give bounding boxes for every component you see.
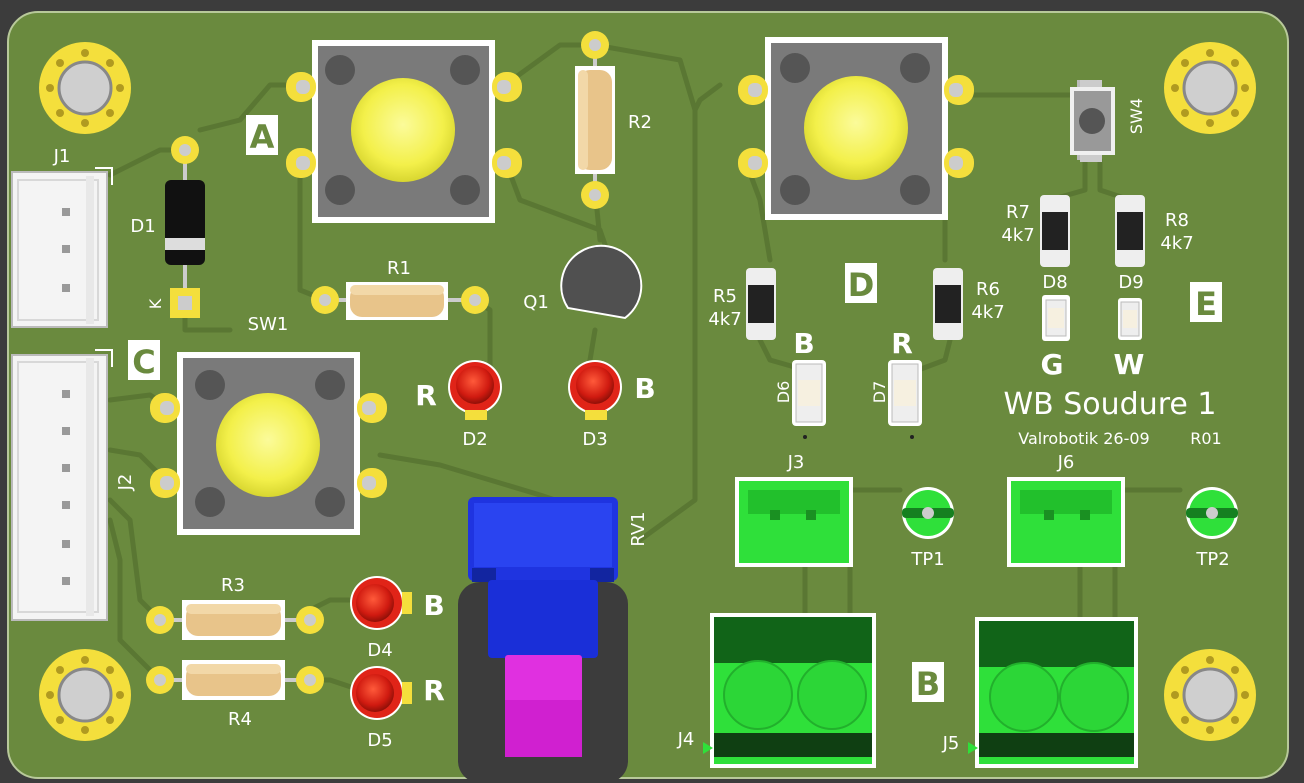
ref-d7: D7 bbox=[870, 381, 889, 404]
led-d8 bbox=[1042, 295, 1070, 341]
resistor-r3 bbox=[146, 600, 324, 640]
led-color-d8: G bbox=[1041, 348, 1064, 381]
mounting-hole-br bbox=[1164, 649, 1256, 741]
button-sw4[interactable] bbox=[1070, 80, 1115, 162]
resistor-r4 bbox=[146, 660, 324, 700]
ref-j4: J4 bbox=[677, 729, 695, 750]
led-d3 bbox=[568, 360, 622, 420]
led-d2 bbox=[448, 360, 502, 420]
section-box-c: C bbox=[128, 340, 160, 381]
ref-d8: D8 bbox=[1042, 272, 1067, 293]
resistor-r2 bbox=[575, 31, 615, 209]
ref-k: K bbox=[146, 298, 165, 309]
terminal-j5 bbox=[968, 617, 1138, 768]
resistor-r7 bbox=[1040, 195, 1070, 267]
ref-sw1: SW1 bbox=[248, 314, 289, 335]
traces bbox=[107, 42, 1183, 693]
led-d6 bbox=[792, 360, 826, 439]
led-color-d5: R bbox=[423, 674, 445, 707]
section-label-c: C bbox=[132, 343, 155, 381]
ref-r7: R7 bbox=[1006, 202, 1030, 223]
ref-j3: J3 bbox=[787, 452, 805, 473]
ref-d2: D2 bbox=[462, 429, 487, 450]
ref-d3: D3 bbox=[582, 429, 607, 450]
mounting-holes bbox=[39, 42, 1256, 741]
board-subtitle: Valrobotik 26-09 bbox=[1018, 429, 1149, 448]
led-color-labels: R B B R B R G W bbox=[415, 327, 1144, 707]
section-box-e: E bbox=[1190, 282, 1222, 323]
led-d4 bbox=[350, 576, 412, 630]
ref-d9: D9 bbox=[1118, 272, 1143, 293]
ref-r5: R5 bbox=[713, 286, 737, 307]
section-box-b: B bbox=[912, 662, 944, 703]
mounting-hole-tr bbox=[1164, 42, 1256, 134]
section-label-a: A bbox=[250, 118, 275, 156]
diode-d1 bbox=[165, 136, 205, 318]
resistor-r1 bbox=[311, 282, 489, 320]
button-a[interactable] bbox=[286, 40, 522, 223]
ref-d4: D4 bbox=[367, 640, 392, 661]
ref-d6: D6 bbox=[774, 381, 793, 404]
resistor-r6 bbox=[933, 268, 963, 340]
led-d5 bbox=[350, 666, 412, 720]
value-r5: 4k7 bbox=[708, 309, 741, 330]
section-label-e: E bbox=[1195, 285, 1217, 323]
ref-sw4: SW4 bbox=[1127, 98, 1146, 134]
ref-r3: R3 bbox=[221, 575, 245, 596]
button-d[interactable] bbox=[738, 37, 974, 220]
board-edge bbox=[7, 11, 1289, 779]
mounting-hole-tl bbox=[39, 42, 131, 134]
value-r6: 4k7 bbox=[971, 302, 1004, 323]
connector-j3 bbox=[735, 477, 853, 567]
ref-d5: D5 bbox=[367, 730, 392, 751]
ref-r8: R8 bbox=[1165, 210, 1189, 231]
ref-tp2: TP2 bbox=[1195, 549, 1229, 570]
button-sw1[interactable] bbox=[150, 352, 387, 535]
terminal-j4 bbox=[703, 613, 876, 768]
value-r8: 4k7 bbox=[1160, 233, 1193, 254]
resistor-r5 bbox=[746, 268, 776, 340]
led-color-d7: R bbox=[891, 327, 913, 360]
led-d7 bbox=[888, 360, 922, 439]
silkscreen: J1 D1 K SW1 R1 R2 Q1 D2 D3 J2 R3 R4 D4 D… bbox=[53, 98, 1230, 754]
ref-j1: J1 bbox=[53, 146, 71, 167]
led-color-d6: B bbox=[793, 327, 814, 360]
board-title: WB Soudure 1 bbox=[1003, 387, 1216, 422]
ref-r1: R1 bbox=[387, 258, 411, 279]
section-label-b: B bbox=[916, 665, 940, 703]
testpoint-tp1 bbox=[902, 487, 954, 539]
led-d9 bbox=[1118, 298, 1142, 340]
led-color-d9: W bbox=[1114, 348, 1145, 381]
led-color-d2: R bbox=[415, 379, 437, 412]
ref-j5: J5 bbox=[942, 733, 960, 754]
section-box-d: D bbox=[845, 263, 877, 304]
ref-j2: J2 bbox=[115, 474, 136, 492]
led-color-d4: B bbox=[423, 589, 444, 622]
section-box-a: A bbox=[246, 115, 278, 156]
connector-j1 bbox=[11, 167, 113, 328]
potentiometer-rv1[interactable] bbox=[468, 497, 618, 757]
mounting-hole-bl bbox=[39, 649, 131, 741]
board-revision: R01 bbox=[1190, 429, 1221, 448]
ref-q1: Q1 bbox=[523, 292, 549, 313]
connector-j2 bbox=[11, 349, 113, 621]
ref-r2: R2 bbox=[628, 112, 652, 133]
ref-rv1: RV1 bbox=[628, 511, 649, 546]
connector-j6 bbox=[1007, 477, 1125, 567]
ref-d1: D1 bbox=[130, 216, 155, 237]
resistor-r8 bbox=[1115, 195, 1145, 267]
testpoint-tp2 bbox=[1186, 487, 1238, 539]
transistor-q1 bbox=[560, 244, 643, 320]
section-label-d: D bbox=[848, 266, 875, 304]
ref-r6: R6 bbox=[976, 279, 1000, 300]
ref-tp1: TP1 bbox=[910, 549, 944, 570]
led-color-d3: B bbox=[634, 372, 655, 405]
ref-r4: R4 bbox=[228, 709, 252, 730]
value-r7: 4k7 bbox=[1001, 225, 1034, 246]
ref-j6: J6 bbox=[1057, 452, 1075, 473]
